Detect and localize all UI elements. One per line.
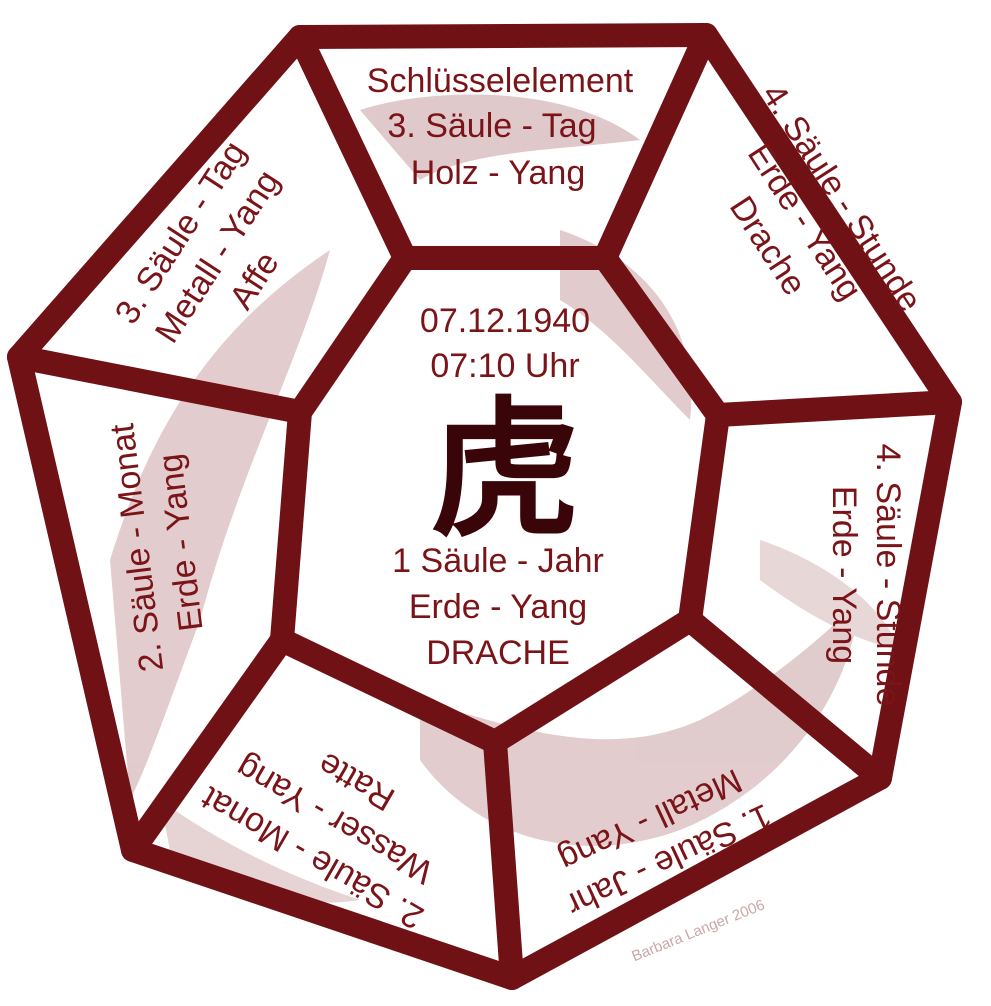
center-line-2: Erde - Yang bbox=[409, 588, 587, 626]
segment-top: Schlüsselelement 3. Säule - Tag Holz - Y… bbox=[367, 62, 634, 192]
center-panel: 07.12.1940 07:10 Uhr 虎 1 Säule - Jahr Er… bbox=[392, 302, 604, 672]
segment-top-line-1: Schlüsselelement bbox=[367, 62, 634, 100]
center-line-3: DRACHE bbox=[426, 634, 570, 672]
segment-right-line-2: Erde - Yang bbox=[825, 486, 863, 664]
segment-right-line-1: 4. Säule - Stunde bbox=[869, 444, 907, 707]
segment-top-line-3: Holz - Yang bbox=[411, 154, 586, 192]
center-line-1: 1 Säule - Jahr bbox=[392, 542, 604, 580]
tiger-glyph: 虎 bbox=[430, 382, 580, 558]
segment-top-line-2: 3. Säule - Tag bbox=[387, 107, 596, 145]
center-date: 07.12.1940 bbox=[420, 302, 590, 340]
center-time: 07:10 Uhr bbox=[430, 347, 579, 385]
